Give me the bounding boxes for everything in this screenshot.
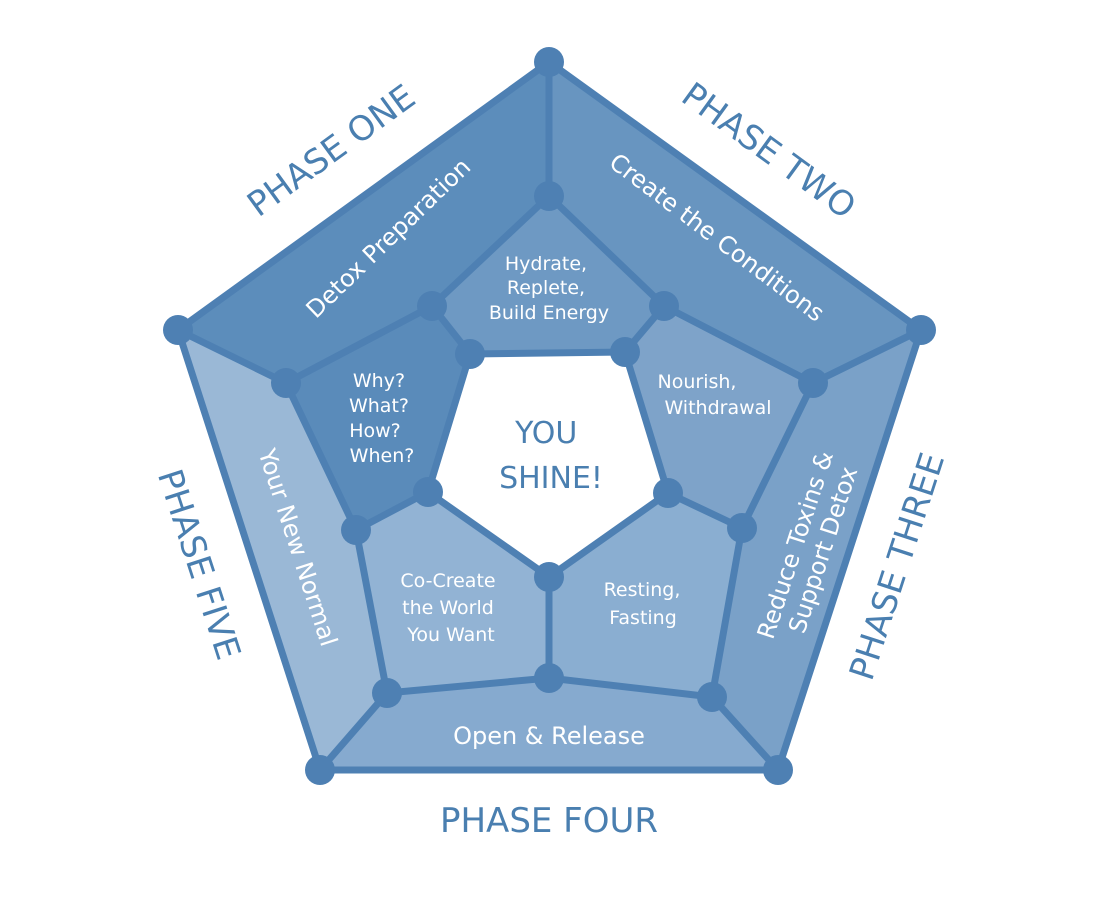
region-phase-four-outer: [320, 678, 778, 770]
nodes: [163, 47, 936, 785]
node-outer-right: [906, 315, 936, 345]
phase-four-inner-label: Resting, Fasting: [604, 579, 687, 629]
region-phase-two-inner: [432, 196, 664, 354]
phase-one-inner-label: Why? What? How? When?: [349, 370, 415, 467]
region-phase-three-outer: [712, 330, 921, 770]
phase-three-inner-label: Nourish, Withdrawal: [658, 371, 772, 419]
region-phase-one-outer: [178, 62, 549, 383]
node-outer-bottom-left: [305, 755, 335, 785]
node-outer-left: [163, 315, 193, 345]
node-outer-top: [534, 47, 564, 77]
region-phase-five-inner: [356, 492, 549, 693]
phase-four-label: PHASE FOUR: [440, 801, 658, 841]
region-phase-five-outer: [178, 330, 387, 770]
center-label: YOU SHINE!: [499, 416, 603, 496]
node-outer-bottom-right: [763, 755, 793, 785]
phase-four-outer-label: Open & Release: [453, 722, 645, 750]
phase-five-inner-label: Co-Create the World You Want: [400, 570, 501, 646]
region-phase-two-outer: [549, 62, 921, 383]
phase-two-inner-label: Hydrate, Replete, Build Energy: [489, 253, 609, 324]
center-region: [428, 352, 668, 577]
